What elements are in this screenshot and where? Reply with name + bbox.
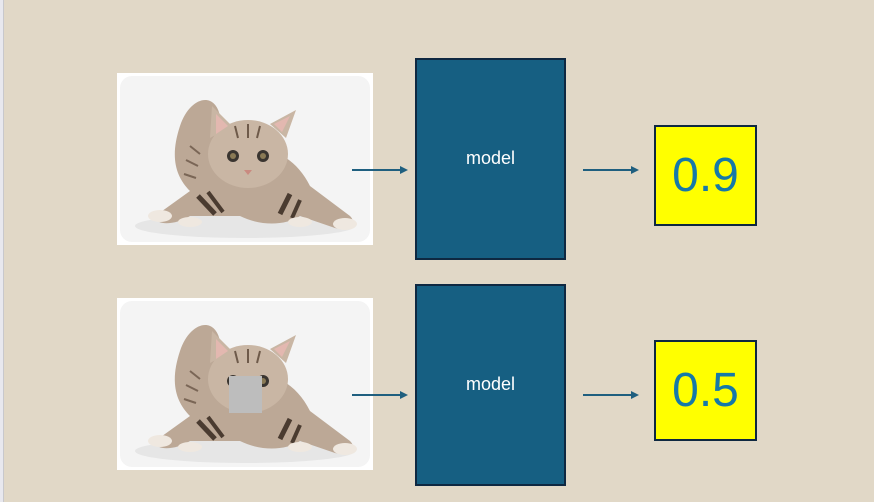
score-value: 0.9 [672, 149, 739, 202]
score-value: 0.5 [672, 364, 739, 417]
occlusion-patch [229, 376, 262, 413]
model-box: model [415, 284, 566, 486]
score-box: 0.5 [654, 340, 757, 441]
arrow-icon [583, 165, 639, 175]
slide-edge [0, 0, 4, 502]
model-label: model [465, 147, 516, 168]
arrow-icon [352, 390, 408, 400]
model-box: model [415, 58, 566, 260]
arrow-icon [352, 165, 408, 175]
input-image-occluded [117, 298, 373, 470]
input-image-original [117, 73, 373, 245]
arrow-icon [583, 390, 639, 400]
score-box: 0.9 [654, 125, 757, 226]
kitten-image [120, 76, 370, 242]
model-label: model [465, 373, 516, 394]
